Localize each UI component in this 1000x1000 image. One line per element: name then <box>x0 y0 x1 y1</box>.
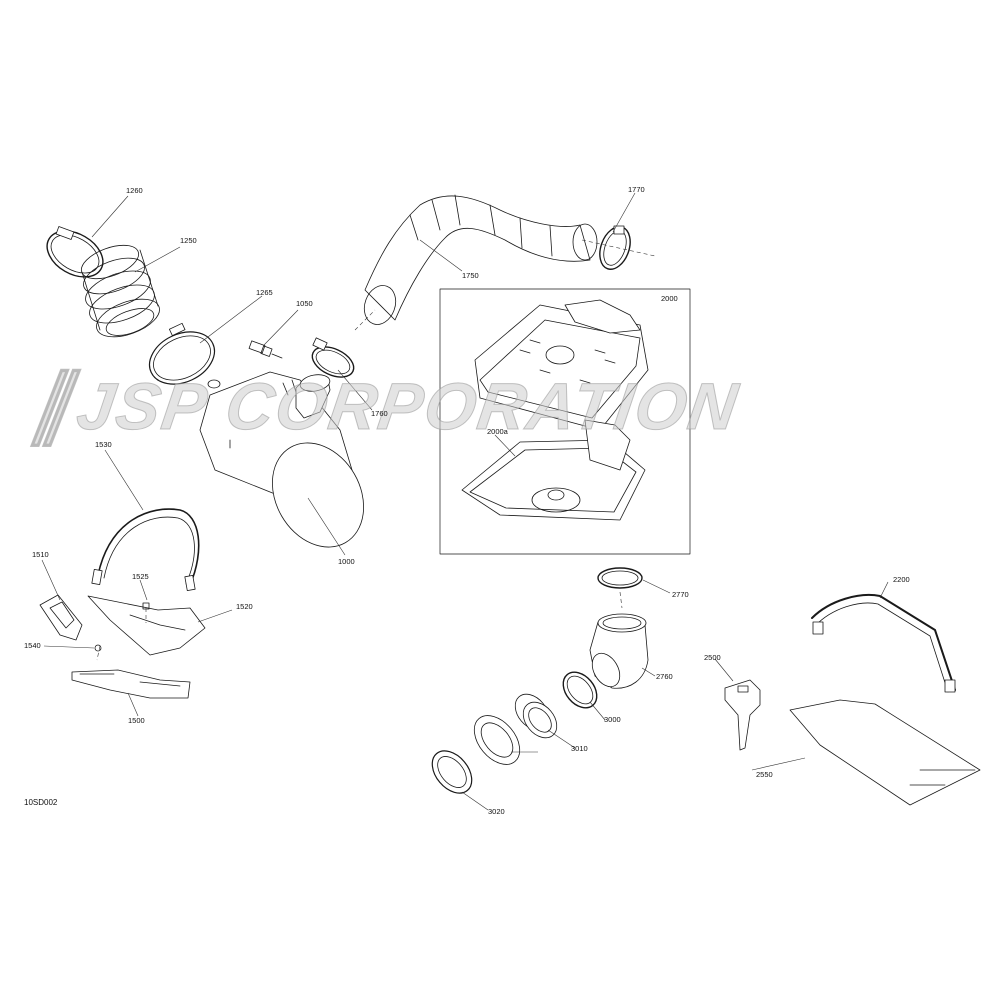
part-3010-ring[interactable] <box>424 743 479 800</box>
part-2000a-housing[interactable] <box>462 420 645 520</box>
alignment-lines <box>96 239 656 661</box>
part-label-1750: 1750 <box>462 271 479 280</box>
part-1260-clamp[interactable] <box>39 222 111 287</box>
part-1770-clamp[interactable] <box>594 223 635 274</box>
part-1265-clamp[interactable] <box>141 322 223 394</box>
watermark-text: JSP CORPORATION <box>72 369 744 444</box>
part-label-3000: 3010 <box>571 744 588 753</box>
leader-lines <box>41 192 889 811</box>
part-label-2000: 2000 <box>661 294 678 303</box>
part-2200-bar[interactable] <box>812 595 955 692</box>
part-label-2000a: 2000a <box>487 427 508 436</box>
part-1050-sensor[interactable] <box>249 341 282 358</box>
part-label-1265: 1265 <box>256 288 273 297</box>
watermark-logo: ∥JSP CORPORATION <box>26 361 745 447</box>
part-label-2760: 2770 <box>672 590 689 599</box>
part-label-1050: 1050 <box>296 299 313 308</box>
part-label-2750: 2760 <box>656 672 673 681</box>
part-2750-elbow[interactable] <box>587 614 648 692</box>
part-1750-duct[interactable] <box>359 195 597 329</box>
part-1760-clamp[interactable] <box>308 338 359 383</box>
part-label-1000: 1000 <box>338 557 355 566</box>
part-label-1540: 1540 <box>24 641 41 650</box>
part-2000-cover[interactable] <box>475 300 648 430</box>
part-1530-strap[interactable] <box>92 509 199 590</box>
part-label-1530: 1530 <box>95 440 112 449</box>
part-3020-ring[interactable] <box>465 707 529 773</box>
part-label-3010: 3020 <box>488 807 505 816</box>
part-2760-clamp[interactable] <box>598 568 642 588</box>
part-label-2550: 2550 <box>756 770 773 779</box>
part-3000-coupler[interactable] <box>508 688 563 745</box>
part-label-1510: 1510 <box>32 550 49 559</box>
part-2550-shield[interactable] <box>790 700 980 805</box>
part-1250-bellow[interactable] <box>77 239 164 345</box>
part-label-2200: 2200 <box>893 575 910 584</box>
part-label-1760: 1760 <box>371 409 388 418</box>
part-1500-plate[interactable] <box>72 670 190 698</box>
part-label-1525: 1525 <box>132 572 149 581</box>
part-label-1250: 1250 <box>180 236 197 245</box>
part-1520-shield[interactable] <box>88 596 205 655</box>
assembly-2000-box <box>439 288 691 555</box>
part-label-1260: 1260 <box>126 186 143 195</box>
part-label-1520: 1520 <box>236 602 253 611</box>
part-2500-bracket[interactable] <box>725 680 760 750</box>
part-1540-screw[interactable] <box>95 645 101 651</box>
part-label-1770: 1770 <box>628 185 645 194</box>
part-label-1500: 1500 <box>128 716 145 725</box>
part-label-2500: 2500 <box>704 653 721 662</box>
drawing-code: 10SD002 <box>24 798 58 807</box>
part-1510-bracket[interactable] <box>40 595 82 640</box>
part-1000-silencer[interactable] <box>200 372 382 564</box>
part-label-2770: 3000 <box>604 715 621 724</box>
